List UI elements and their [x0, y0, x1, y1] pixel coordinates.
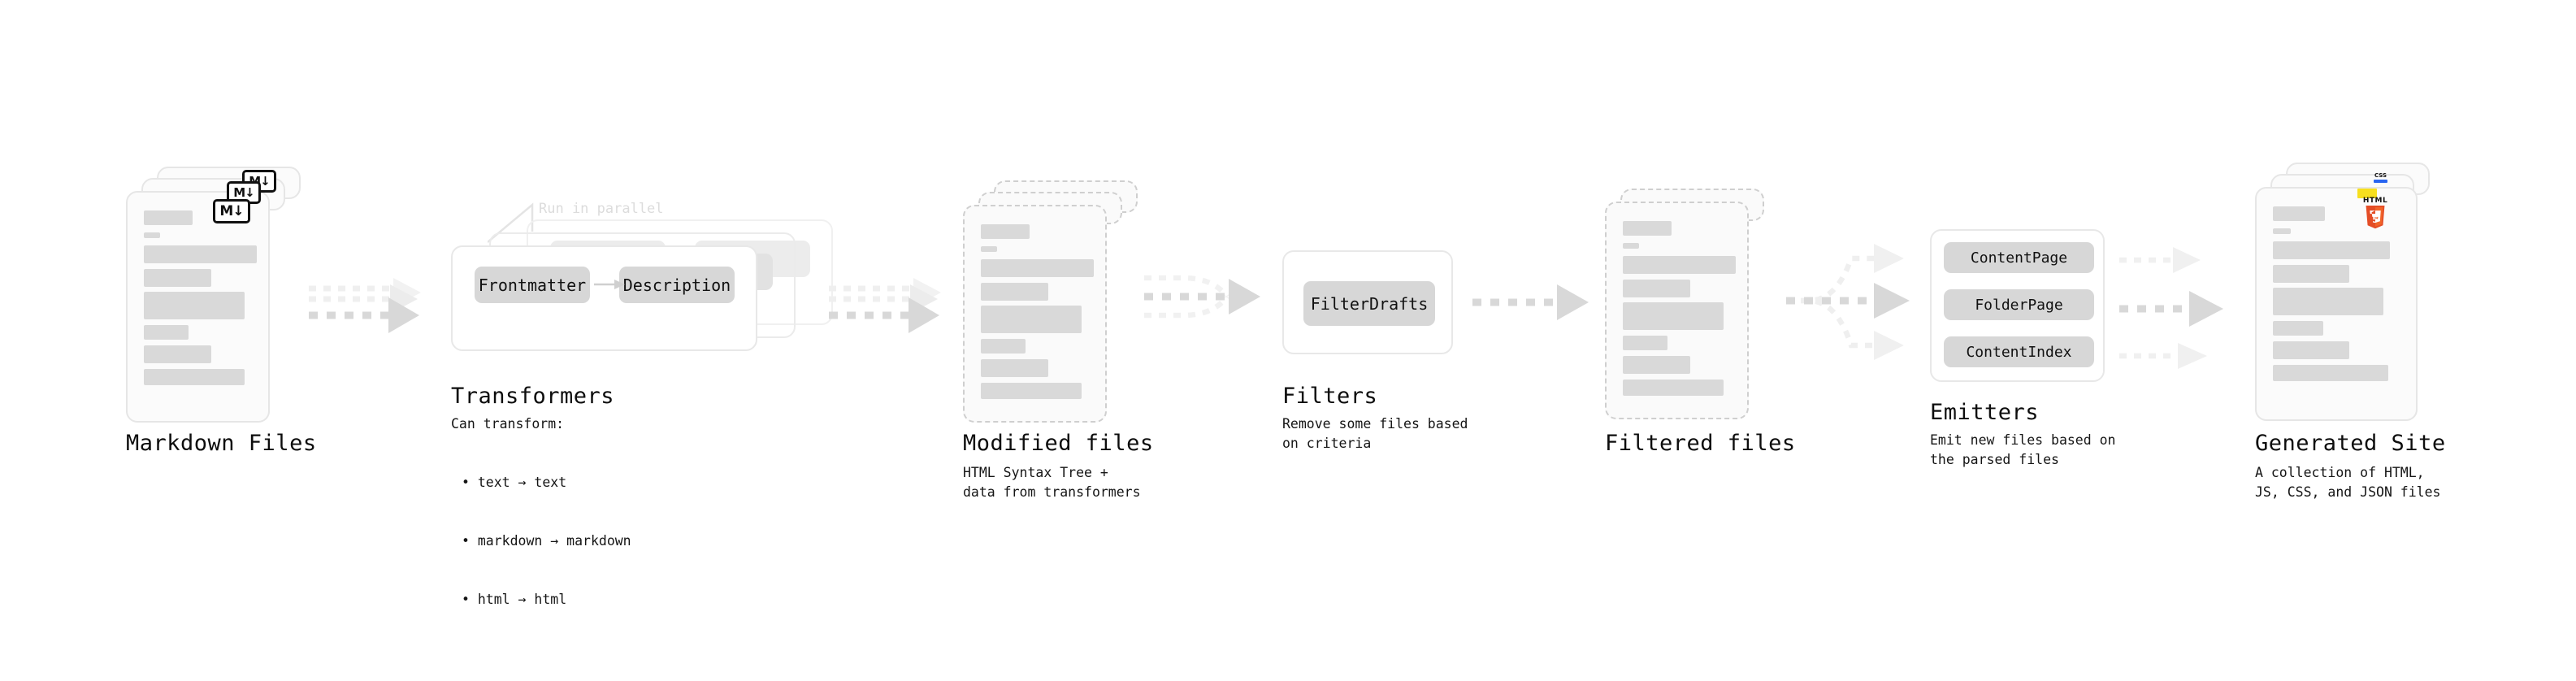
- markdown-icon: M↓: [213, 199, 250, 223]
- chip-frontmatter[interactable]: Frontmatter: [475, 267, 590, 303]
- markdown-files-stack: M↓ M↓ M↓: [126, 167, 301, 423]
- connector-filters-to-filtered: [1472, 284, 1589, 320]
- css3-icon-label: CSS: [2374, 172, 2387, 179]
- filtered-files-stack: [1605, 189, 1780, 424]
- run-in-parallel-label: Run in parallel: [539, 201, 664, 217]
- stage-title-markdown-files: Markdown Files: [126, 431, 317, 456]
- modified-files-description: HTML Syntax Tree + data from transformer…: [963, 465, 1141, 500]
- connector-markdown-to-transformers: [309, 278, 421, 333]
- chip-contentpage[interactable]: ContentPage: [1944, 242, 2094, 273]
- filtered-card-front: [1605, 202, 1749, 419]
- stage-title-filtered-files: Filtered files: [1605, 431, 1796, 456]
- transformers-group: Frontmatter Description: [451, 219, 833, 378]
- chip-filterdrafts[interactable]: FilterDrafts: [1303, 281, 1435, 326]
- connector-modified-to-filters: [1144, 275, 1260, 319]
- chip-folderpage[interactable]: FolderPage: [1944, 289, 2094, 320]
- emitters-description: Emit new files based on the parsed files: [1930, 432, 2116, 467]
- modified-card-front: [963, 205, 1107, 423]
- filters-description: Remove some files based on criteria: [1282, 416, 1468, 451]
- html5-icon: HTML 5: [2361, 197, 2390, 231]
- transformer-panel-front[interactable]: Frontmatter Description: [451, 245, 757, 351]
- stage-title-generated-site: Generated Site: [2255, 431, 2446, 456]
- markdown-card-front: [126, 191, 270, 423]
- transform-rule-item: • markdown → markdown: [462, 533, 631, 549]
- stage-title-filters: Filters: [1282, 384, 1378, 409]
- transform-rule-item: • html → html: [462, 592, 567, 607]
- connector-filtered-to-emitters: [1786, 244, 1910, 360]
- modified-files-stack: [963, 180, 1138, 424]
- stage-title-emitters: Emitters: [1930, 400, 2040, 425]
- stage-title-modified-files: Modified files: [963, 431, 1154, 456]
- html5-icon-digit: 5: [2372, 215, 2379, 225]
- css3-icon: CSS: [2374, 172, 2387, 183]
- html5-icon-label: HTML: [2362, 197, 2388, 205]
- transform-rule-item: • text → text: [462, 475, 567, 490]
- generated-site-stack: CSS HTML 5: [2255, 163, 2442, 423]
- chip-contentindex[interactable]: ContentIndex: [1944, 336, 2094, 367]
- transformers-can-transform-label: Can transform:: [451, 416, 565, 432]
- chip-description[interactable]: Description: [619, 267, 735, 303]
- filters-panel[interactable]: FilterDrafts: [1282, 250, 1453, 354]
- emitters-panel[interactable]: ContentPage FolderPage ContentIndex: [1930, 229, 2105, 382]
- connector-emitters-to-site: [2119, 247, 2223, 369]
- connector-transformers-to-modified: [829, 278, 941, 333]
- javascript-icon: [2357, 189, 2377, 198]
- stage-title-transformers: Transformers: [451, 384, 615, 409]
- html5-shield: 5: [2366, 206, 2385, 229]
- transform-rules-list: • text → text • markdown → markdown • ht…: [462, 434, 631, 648]
- generated-site-description: A collection of HTML, JS, CSS, and JSON …: [2255, 465, 2441, 500]
- site-card-front: [2255, 187, 2418, 421]
